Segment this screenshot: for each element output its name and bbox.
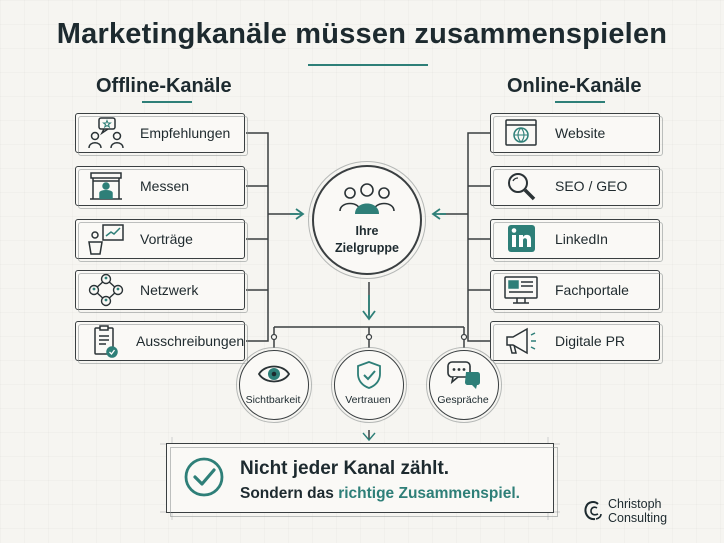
online-item-label: Website bbox=[555, 125, 606, 141]
eye-icon bbox=[257, 365, 291, 383]
target-audience-line2: Zielgruppe bbox=[335, 241, 399, 255]
target-audience-line1: Ihre bbox=[355, 224, 379, 238]
offline-item-label: Ausschreibungen bbox=[136, 333, 245, 349]
banner-subline-highlight: richtige Zusammenspiel. bbox=[338, 485, 520, 502]
online-item-linkedin: LinkedIn bbox=[490, 219, 663, 262]
offline-item-empfehlungen: Empfehlungen bbox=[75, 113, 248, 156]
outcome-gespraeche: Gespräche bbox=[426, 347, 502, 423]
offline-item-ausschreibungen: Ausschreibungen bbox=[75, 321, 248, 364]
title-underline bbox=[308, 64, 428, 66]
magnifier-icon bbox=[499, 167, 543, 205]
page-title: Marketingkanäle müssen zusammenspielen bbox=[56, 18, 668, 50]
offline-item-netzwerk: Netzwerk bbox=[75, 270, 248, 313]
target-audience-label: Ihre Zielgruppe bbox=[314, 223, 420, 257]
website-globe-icon bbox=[499, 114, 543, 152]
outcome-label: Vertrauen bbox=[345, 394, 391, 406]
shield-check-icon bbox=[357, 361, 381, 389]
outcome-vertrauen: Vertrauen bbox=[331, 347, 407, 423]
conclusion-banner: Nicht jeder Kanal zählt. Sondern das ric… bbox=[166, 443, 558, 517]
online-item-label: LinkedIn bbox=[555, 231, 608, 247]
offline-item-vortraege: Vorträge bbox=[75, 219, 248, 262]
offline-heading: Offline-Kanäle bbox=[96, 75, 232, 97]
outcome-label: Sichtbarkeit bbox=[245, 394, 301, 406]
chat-bubbles-icon bbox=[447, 361, 480, 389]
online-heading: Online-Kanäle bbox=[507, 75, 642, 97]
online-item-digitale-pr: Digitale PR bbox=[490, 321, 663, 364]
megaphone-icon bbox=[499, 322, 543, 360]
offline-heading-underline bbox=[142, 101, 192, 103]
tender-document-icon bbox=[84, 322, 124, 360]
online-item-label: Fachportale bbox=[555, 282, 629, 298]
outcome-sichtbarkeit: Sichtbarkeit bbox=[236, 347, 312, 423]
trade-fair-booth-icon bbox=[84, 167, 128, 205]
referral-speech-icon bbox=[84, 114, 128, 152]
offline-item-label: Empfehlungen bbox=[140, 125, 231, 141]
online-item-fachportale: Fachportale bbox=[490, 270, 663, 313]
online-item-website: Website bbox=[490, 113, 663, 156]
offline-item-label: Messen bbox=[140, 178, 190, 194]
network-people-icon bbox=[84, 271, 128, 309]
banner-subline: Sondern das richtige Zusammenspiel. bbox=[240, 485, 520, 503]
target-audience-hub: Ihre Zielgruppe bbox=[308, 161, 426, 279]
check-circle-icon bbox=[184, 457, 224, 497]
portal-monitor-icon bbox=[499, 271, 543, 309]
outcome-label: Gespräche bbox=[437, 394, 489, 406]
online-item-seo-geo: SEO / GEO bbox=[490, 166, 663, 209]
online-item-label: SEO / GEO bbox=[555, 178, 628, 194]
offline-item-label: Netzwerk bbox=[140, 282, 199, 298]
brand-name: Christoph Consulting bbox=[608, 497, 668, 525]
brand-logo-icon bbox=[584, 501, 602, 521]
offline-item-label: Vorträge bbox=[140, 231, 193, 247]
online-heading-underline bbox=[555, 101, 605, 103]
linkedin-icon bbox=[499, 220, 543, 258]
banner-subline-prefix: Sondern das bbox=[240, 485, 339, 502]
offline-item-messen: Messen bbox=[75, 166, 248, 209]
audience-group-icon bbox=[339, 183, 395, 214]
online-item-label: Digitale PR bbox=[555, 333, 626, 349]
banner-headline: Nicht jeder Kanal zählt. bbox=[240, 458, 450, 479]
brand-signature: Christoph Consulting bbox=[583, 497, 724, 525]
presentation-podium-icon bbox=[84, 220, 128, 258]
